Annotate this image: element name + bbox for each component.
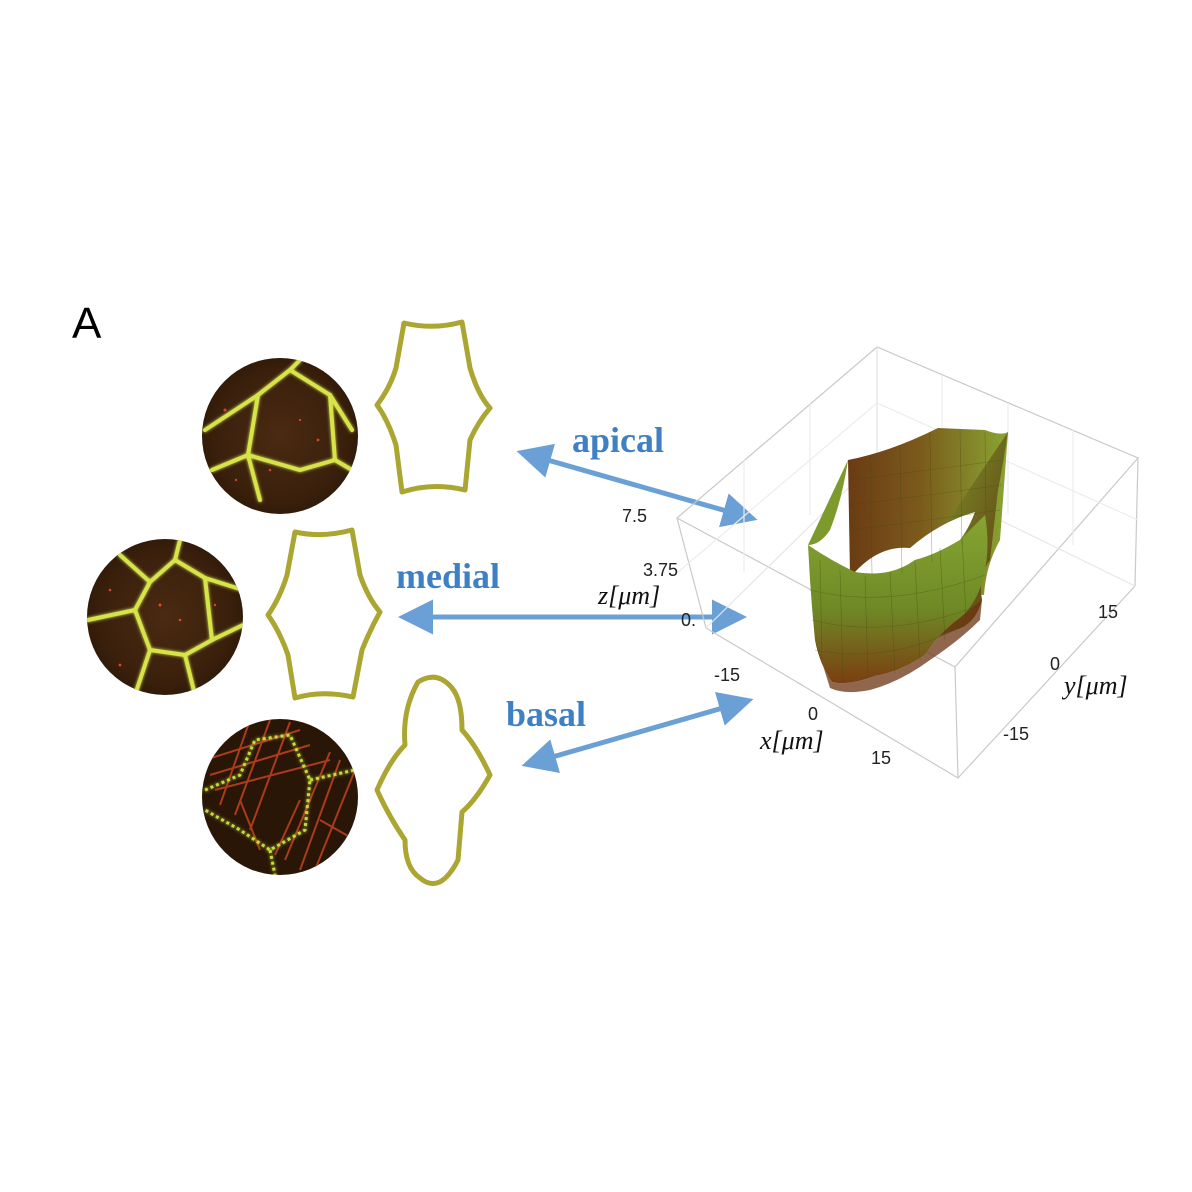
y-tick-0: 0 bbox=[1050, 654, 1060, 674]
z-tick-7_5: 7.5 bbox=[622, 506, 647, 526]
contour-medial bbox=[265, 527, 383, 701]
z-axis-label: z[μm] bbox=[597, 581, 660, 610]
y-tick-15: 15 bbox=[1098, 602, 1118, 622]
contour-apical bbox=[374, 319, 493, 495]
micrograph-basal bbox=[202, 719, 358, 875]
cell-surface-3d bbox=[808, 428, 1008, 693]
micrograph-medial bbox=[87, 539, 243, 695]
contour-basal bbox=[374, 674, 493, 886]
panel-letter: A bbox=[72, 299, 102, 348]
label-medial: medial bbox=[396, 556, 500, 596]
y-tick-neg15: -15 bbox=[1003, 724, 1029, 744]
x-tick-neg15: -15 bbox=[714, 665, 740, 685]
x-tick-0: 0 bbox=[808, 704, 818, 724]
arrow-apical bbox=[516, 443, 758, 528]
x-axis-label: x[μm] bbox=[759, 726, 824, 755]
label-basal: basal bbox=[506, 694, 586, 734]
z-tick-0: 0. bbox=[681, 610, 696, 630]
z-tick-3_75: 3.75 bbox=[643, 560, 678, 580]
label-apical: apical bbox=[572, 420, 664, 460]
arrow-basal bbox=[521, 691, 754, 774]
micrograph-apical bbox=[202, 358, 358, 514]
x-tick-15: 15 bbox=[871, 748, 891, 768]
y-axis-label: y[μm] bbox=[1061, 671, 1128, 700]
